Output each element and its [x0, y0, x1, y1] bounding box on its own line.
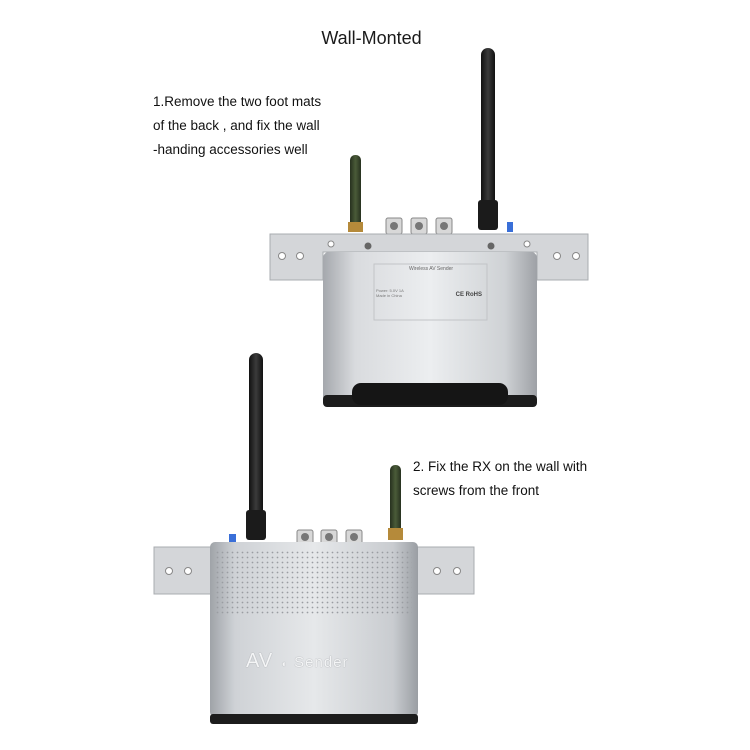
wireless-icon: ◖: [280, 659, 287, 670]
back-wall-bracket: [269, 233, 589, 281]
label-power: Power: 5.0V 1A: [376, 288, 404, 293]
back-av-connectors: [385, 217, 513, 235]
front-antenna-small: [388, 465, 403, 540]
back-antenna-small: [348, 155, 363, 232]
label-certification-marks: CE RoHS: [455, 292, 482, 298]
front-device-body: [210, 542, 418, 724]
step-2-instruction: 2. Fix the RX on the wall with screws fr…: [413, 459, 588, 498]
page-title: Wall-Monted: [321, 28, 422, 48]
back-device-body: [323, 252, 537, 407]
front-device-brand: AV ◖ Sender: [246, 650, 396, 680]
label-title: Wireless AV Sender: [408, 266, 454, 272]
brand-sender: Sender: [294, 654, 349, 671]
back-antenna-large: [478, 48, 498, 230]
step-1-instruction: 1.Remove the two foot mats of the back ,…: [153, 94, 322, 157]
back-device-label: Wireless AV Sender Power: 5.0V 1A Made i…: [376, 266, 486, 318]
front-av-connectors: [229, 529, 363, 545]
label-origin: Made in China: [376, 293, 402, 298]
brand-av: AV: [246, 650, 274, 672]
front-wall-bracket: [153, 546, 475, 595]
front-antenna-large: [246, 353, 266, 540]
